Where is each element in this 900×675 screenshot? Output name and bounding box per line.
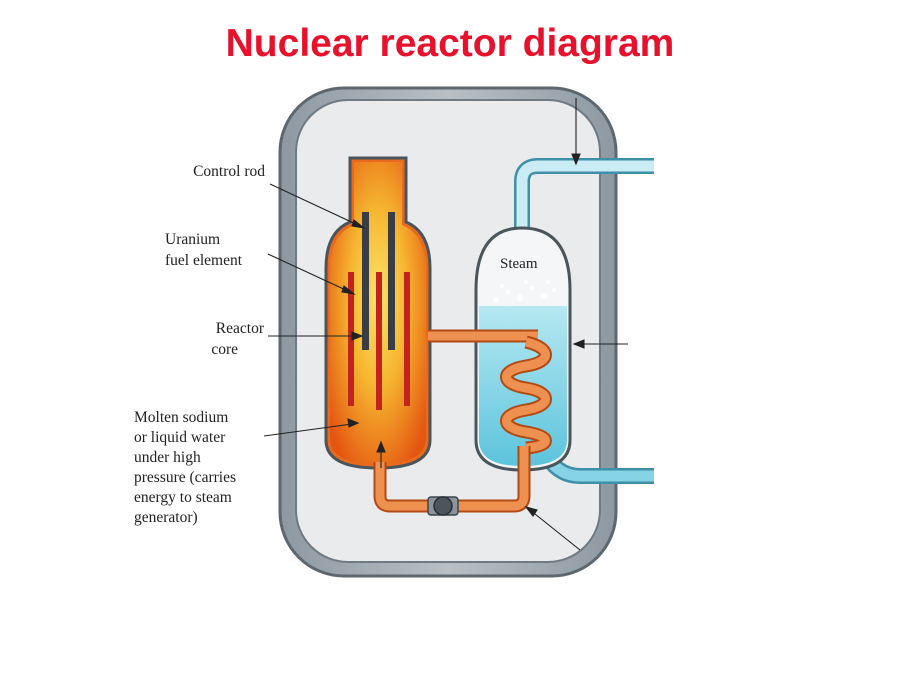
coolant-label-line5: energy to steam (134, 489, 232, 506)
control-rods (362, 212, 395, 350)
leader-lines (263, 98, 628, 551)
coolant-label-line3: under high (134, 449, 201, 466)
reactor-label-line2: core (211, 341, 238, 358)
control-rod-label: Control rod (193, 163, 265, 180)
coolant-label-line4: pressure (carries (134, 469, 236, 486)
reactor-label-line1: Reactor (215, 320, 264, 337)
steam-label: Steam (500, 256, 538, 272)
coolant-label-line1: Molten sodium (134, 409, 229, 426)
uranium-label-line1: Uranium (165, 231, 221, 248)
coolant-label-line6: generator) (134, 509, 198, 526)
coolant-loop (373, 329, 552, 516)
pump-icon (427, 496, 459, 516)
steam-pipe (514, 158, 654, 230)
steam-bubbles (493, 280, 556, 303)
uranium-label-line2: fuel element (165, 252, 243, 269)
fuel-elements (348, 272, 410, 410)
page-title: Nuclear reactor diagram (225, 22, 675, 65)
coolant-label-line2: or liquid water (134, 429, 226, 446)
